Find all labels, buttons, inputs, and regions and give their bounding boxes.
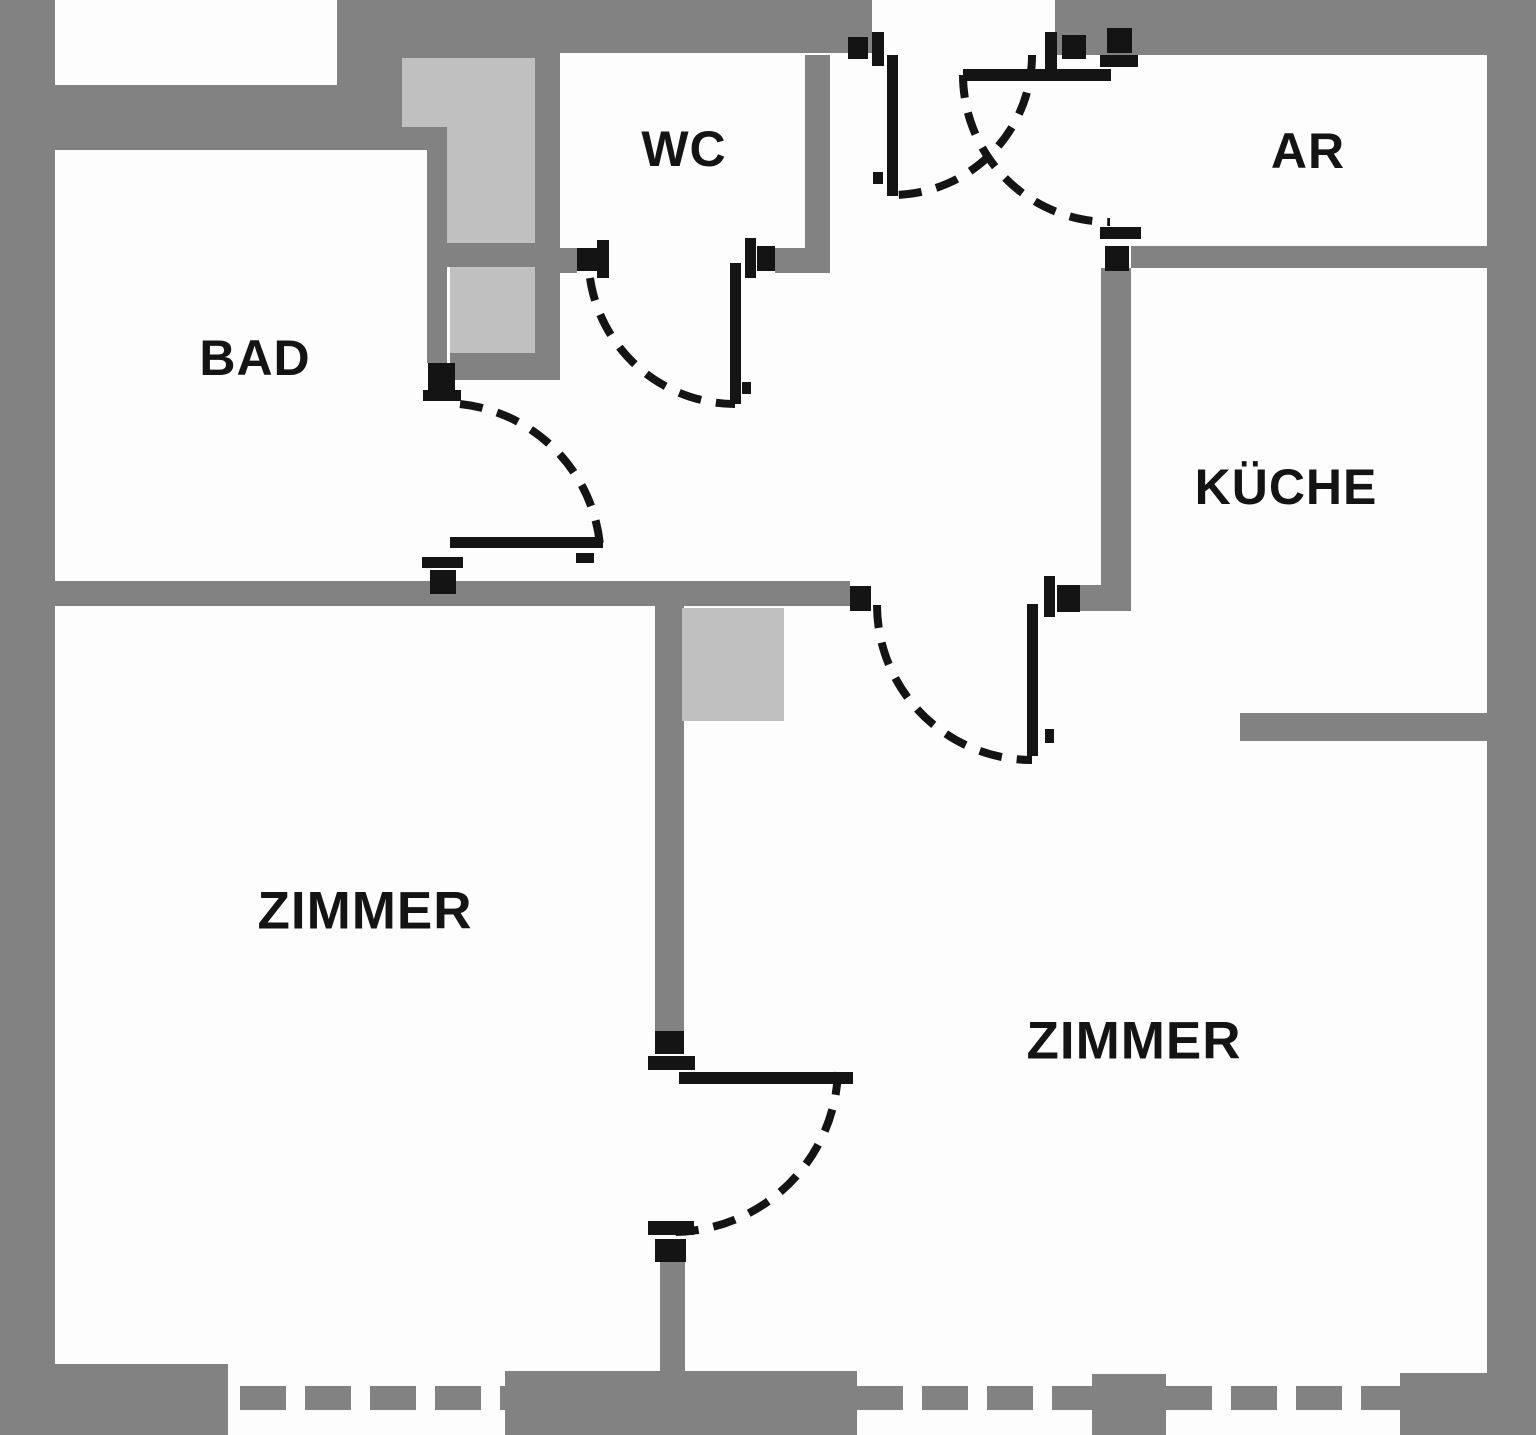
shaft-mid: [447, 127, 535, 243]
bad-bottom-jamb: [422, 557, 463, 568]
ar-top-jamb: [1100, 55, 1138, 67]
wc-door-arc: [586, 277, 736, 408]
ar-top-post: [1107, 28, 1132, 53]
wc-left-post: [577, 248, 599, 271]
ar-bottom-post: [1105, 246, 1129, 271]
exterior-wall-left: [0, 0, 55, 1364]
entrance-left-jamb: [872, 32, 884, 66]
divider-bottom-jamb: [648, 1221, 694, 1235]
shaft-divider-band: [447, 243, 560, 267]
divider-top-jamb: [648, 1056, 695, 1070]
bad-east-wall: [427, 150, 447, 363]
shaft-bottom-band: [450, 353, 560, 380]
kueche-south-wall: [1240, 713, 1489, 741]
bad-door-stop: [576, 553, 594, 563]
hall-door-leaf: [1027, 604, 1038, 756]
entrance-right-post: [1062, 35, 1086, 59]
entrance-door-stop: [873, 172, 883, 184]
wc-east-wall: [805, 55, 830, 273]
hall-duct: [682, 608, 784, 721]
divider-door-arc: [671, 1071, 842, 1236]
bottom-wall-pillar: [1092, 1374, 1166, 1435]
ar-south-wall: [1131, 246, 1487, 268]
wc-left-jamb: [597, 240, 609, 278]
bad-door-leaf: [450, 537, 603, 548]
wc-south-stub-right: [775, 248, 830, 273]
divider-top-post: [655, 1031, 684, 1054]
room-label-ar: AR: [1270, 123, 1346, 179]
bottom-wall-right-block: [1400, 1373, 1536, 1435]
divider-door-leaf: [679, 1072, 853, 1084]
zimmer-divider-wall-lower: [660, 1261, 685, 1373]
kueche-west-wall: [1101, 268, 1131, 611]
top-wall-right: [1055, 0, 1536, 55]
entrance-left-post: [848, 37, 868, 59]
wc-door-leaf: [730, 263, 741, 404]
bad-bottom-post: [430, 570, 456, 594]
ar-door-arc: [959, 74, 1111, 226]
bottom-wall-mid-block: [505, 1371, 857, 1435]
bad-top-jamb: [423, 390, 461, 401]
bad-door-arc: [459, 400, 604, 546]
room-label-zimmer-right: ZIMMER: [1026, 1011, 1242, 1071]
top-wall-wc: [560, 0, 872, 53]
wc-right-post: [757, 246, 775, 271]
divider-bottom-post: [655, 1239, 686, 1262]
bottom-wall-left-block: [0, 1364, 228, 1435]
room-label-bad: BAD: [199, 330, 311, 386]
room-label-wc: WC: [641, 121, 727, 177]
kueche-west-wall-stub: [1079, 585, 1101, 611]
entrance-right-jamb: [1045, 32, 1057, 70]
wc-right-jamb: [745, 238, 756, 278]
room-label-zimmer-left: ZIMMER: [257, 881, 473, 941]
exterior-wall-right: [1487, 55, 1536, 1373]
wc-west-wall: [535, 50, 560, 380]
entrance-door-leaf: [887, 55, 898, 196]
hall-left-post: [850, 586, 871, 611]
bad-north-wall: [55, 85, 337, 150]
hall-right-post: [1057, 585, 1080, 612]
ar-door-leaf: [963, 69, 1111, 81]
ar-bottom-jamb: [1100, 227, 1141, 239]
hall-door-stop: [1045, 729, 1054, 743]
shaft-upper: [402, 58, 535, 127]
wc-door-stop: [742, 382, 751, 394]
bad-top-post: [428, 363, 455, 390]
shaft-lower: [450, 267, 535, 353]
hall-door-arc: [873, 604, 1033, 764]
hall-right-jamb: [1044, 576, 1055, 617]
room-label-kueche: KÜCHE: [1194, 459, 1378, 515]
zimmer-divider-wall-upper: [655, 606, 684, 1034]
